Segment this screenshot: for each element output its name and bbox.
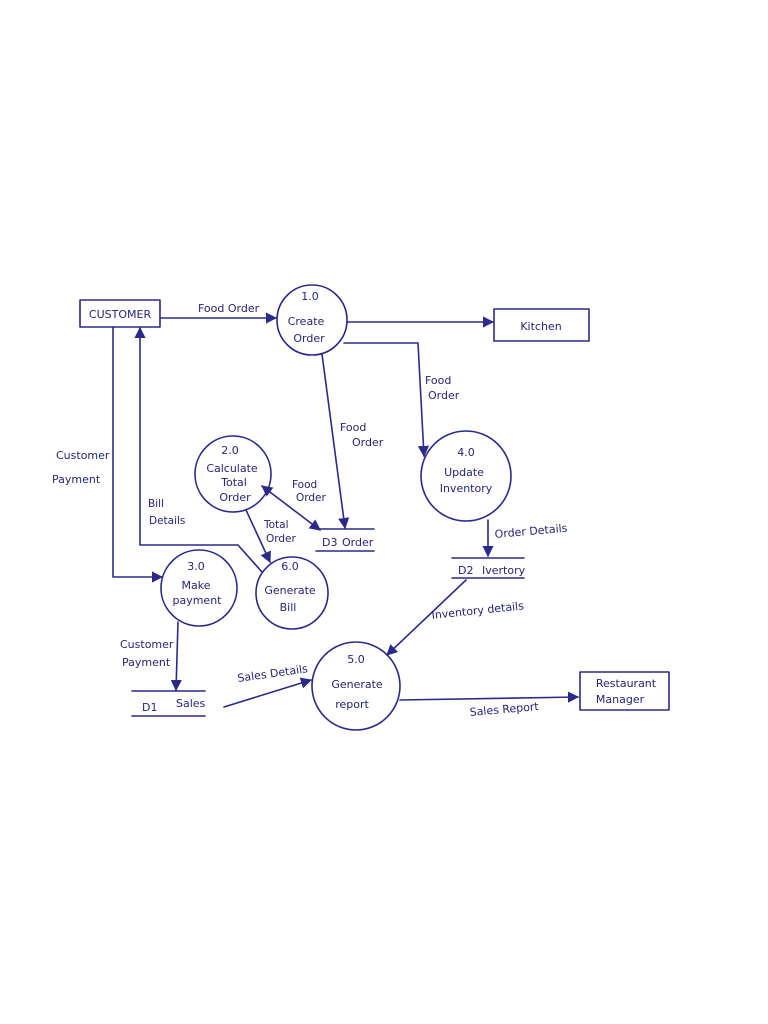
process-1-line1: Create <box>288 315 325 328</box>
flow-sales-report-label: Sales Report <box>469 700 540 719</box>
process-6-line2: Bill <box>280 601 297 614</box>
process-5-line2: report <box>335 698 369 711</box>
flow-food-order-right-line2: Order <box>428 389 460 402</box>
process-4-line1: Update <box>444 466 484 479</box>
process-6-number: 6.0 <box>281 560 299 573</box>
flow-payment-to-d1 <box>170 621 182 692</box>
datastore-d2-name: Ivertory <box>482 564 526 577</box>
flow-report-to-manager <box>399 691 580 703</box>
flow-customer-to-payment <box>112 326 164 583</box>
flow-customer-payment-lower-line2: Payment <box>122 656 171 669</box>
process-create-order: 1.0 Create Order <box>276 284 348 356</box>
process-5-number: 5.0 <box>347 653 365 666</box>
process-generate-report: 5.0 Generate report <box>311 641 401 731</box>
process-4-number: 4.0 <box>457 446 475 459</box>
flow-food-order-top-label: Food Order <box>198 302 260 315</box>
entity-manager-line1: Restaurant <box>596 677 657 690</box>
process-4-line2: Inventory <box>440 482 493 495</box>
process-2-line2: Total <box>220 476 247 489</box>
process-5-line1: Generate <box>331 678 383 691</box>
process-2-line1: Calculate <box>206 462 258 475</box>
flow-total-order-line2: Order <box>266 533 297 545</box>
datastore-d3-order: D3 Order <box>315 528 375 552</box>
process-2-number: 2.0 <box>221 444 239 457</box>
flow-customer-payment-left-line2: Payment <box>52 473 101 486</box>
flow-food-order-mid-line1: Food <box>340 421 366 434</box>
flow-total-order-line1: Total <box>263 519 289 531</box>
flow-bill-details-line1: Bill <box>148 498 164 510</box>
flow-sales-details-label: Sales Details <box>237 662 309 685</box>
flow-calculate-to-bill <box>245 509 271 564</box>
flow-food-order-small-line1: Food <box>292 479 317 491</box>
entity-customer: CUSTOMER <box>79 299 161 328</box>
process-1-line2: Order <box>293 332 325 345</box>
flow-inventory-details-label: Inventory details <box>431 599 525 622</box>
process-6-line1: Generate <box>264 584 316 597</box>
flow-food-order-mid-line2: Order <box>352 436 384 449</box>
flow-customer-payment-left-line1: Customer <box>56 449 110 462</box>
entity-customer-label: CUSTOMER <box>89 308 152 321</box>
process-1-number: 1.0 <box>301 290 319 303</box>
process-make-payment: 3.0 Make payment <box>160 549 238 627</box>
flow-d2-to-report <box>386 579 467 656</box>
flow-food-order-right-line1: Food <box>425 374 451 387</box>
entity-kitchen-label: Kitchen <box>520 320 561 333</box>
datastore-d1-name: Sales <box>176 697 206 710</box>
entity-kitchen: Kitchen <box>493 308 590 342</box>
datastore-d1-id: D1 <box>142 701 157 714</box>
datastore-d3-name: Order <box>342 536 374 549</box>
flow-bill-to-customer <box>134 326 263 573</box>
datastore-d2-inventory: D2 Ivertory <box>451 557 526 579</box>
entity-restaurant-manager: Restaurant Manager <box>579 671 670 711</box>
datastore-d3-id: D3 <box>322 536 337 549</box>
flow-d1-to-report <box>223 677 313 708</box>
process-3-line2: payment <box>172 594 222 607</box>
flow-food-order-small-line2: Order <box>296 492 327 504</box>
flow-customer-payment-lower-line1: Customer <box>120 638 174 651</box>
flow-d3-to-calculate <box>261 485 321 531</box>
process-update-inventory: 4.0 Update Inventory <box>420 430 512 522</box>
entity-manager-line2: Manager <box>596 693 645 706</box>
process-generate-bill: 6.0 Generate Bill <box>255 556 329 630</box>
process-3-number: 3.0 <box>187 560 205 573</box>
process-2-line3: Order <box>219 491 251 504</box>
process-calculate-total-order: 2.0 Calculate Total Order <box>194 435 272 513</box>
flow-create-order-to-inventory <box>343 342 430 458</box>
datastore-d2-id: D2 <box>458 564 473 577</box>
process-3-line1: Make <box>182 579 211 592</box>
datastore-d1-sales: D1 Sales <box>131 690 206 717</box>
flow-create-order-to-d3 <box>321 353 350 530</box>
flow-order-details-label: Order Details <box>494 522 568 541</box>
flow-bill-details-line2: Details <box>149 515 185 527</box>
